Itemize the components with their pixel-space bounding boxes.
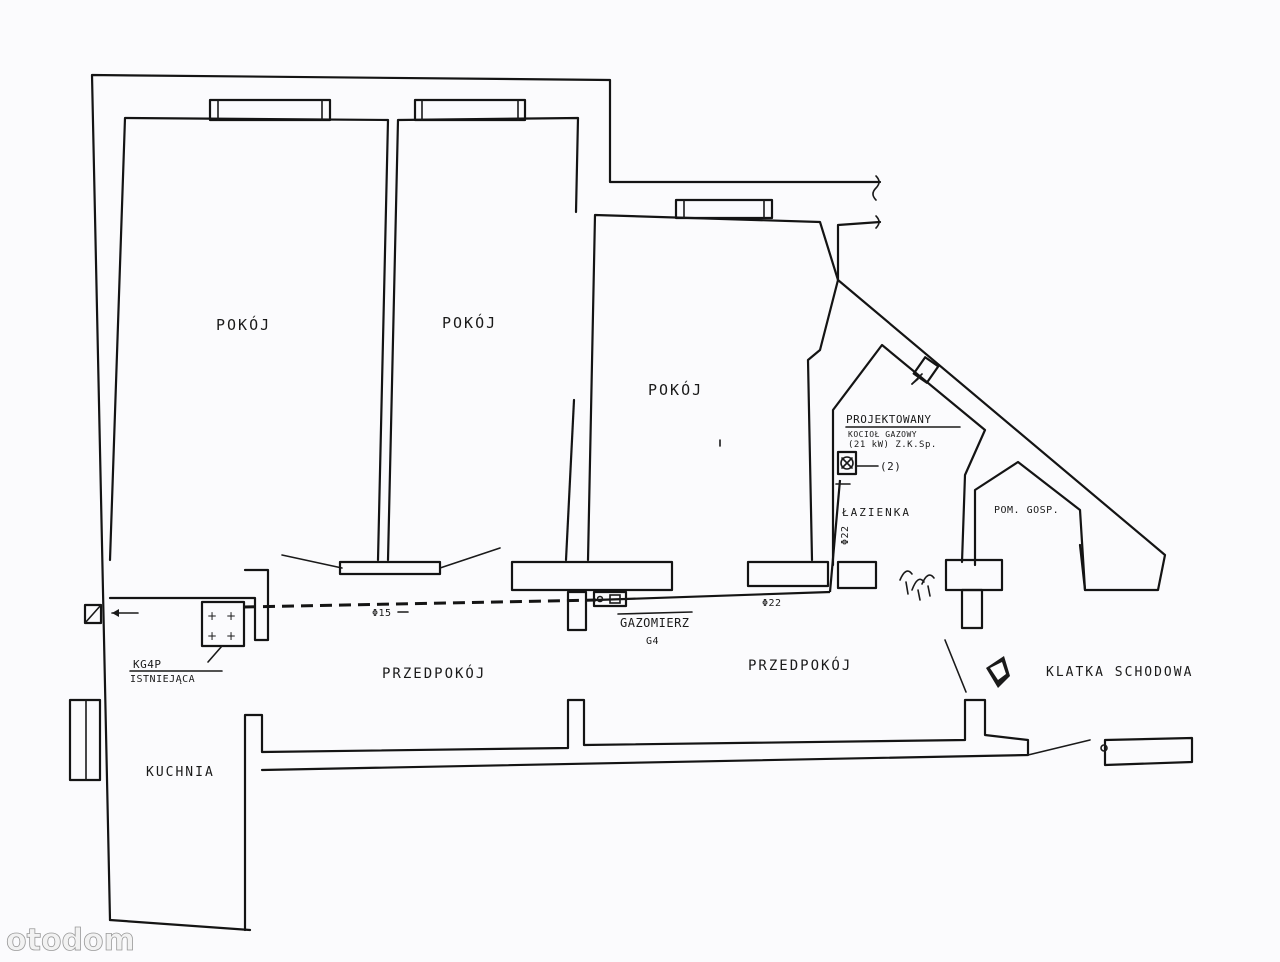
room-label-lazienka: ŁAZIENKA: [841, 506, 911, 519]
stairwell-label: KLATKA SCHODOWA: [1046, 665, 1193, 680]
room-label-pokoj-3: POKÓJ: [648, 380, 703, 399]
gas-meter-label-line1: GAZOMIERZ: [620, 616, 690, 630]
room-kuchnia: KUCHNIA: [68, 603, 215, 782]
svg-text:+: +: [207, 609, 217, 623]
boiler-number: (2): [880, 460, 901, 473]
svg-text:+: +: [226, 629, 236, 643]
boiler-label-line2: KOCIOŁ GAZOWY: [848, 430, 917, 439]
room-label-pokoj-1: POKÓJ: [216, 315, 271, 334]
stove-icon: + + + +: [200, 600, 246, 648]
room-lazienka: ŁAZIENKA: [831, 343, 987, 567]
room-przedpokoj: PRZEDPOKÓJ PRZEDPOKÓJ: [108, 558, 1194, 932]
stair-arrow-icon: [986, 656, 1010, 688]
gas-meter: [592, 590, 628, 608]
watermark-logo: otodom: [6, 923, 135, 958]
svg-text:+: +: [226, 609, 236, 623]
gas-installation: + + + +: [111, 450, 1010, 688]
kg4p-label-line1: KG4P: [133, 658, 162, 671]
gas-meter-label-line2: G4: [646, 636, 659, 647]
kg4p-label-line2: ISTNIEJĄCA: [130, 674, 195, 685]
svg-text:+: +: [207, 629, 217, 643]
room-label-przedpokoj-1: PRZEDPOKÓJ: [382, 664, 486, 682]
room-pom-gosp: POM. GOSP.: [973, 460, 1087, 592]
boiler-label-line1: PROJEKTOWANY: [846, 413, 931, 426]
annotations: PROJEKTOWANY KOCIOŁ GAZOWY (21 kW) Z.K.S…: [129, 413, 1193, 685]
boiler-icon: [836, 450, 858, 476]
room-label-pokoj-2: POKÓJ: [442, 313, 497, 332]
room-pokoj-1: POKÓJ: [108, 98, 390, 569]
boiler-label-line3: (21 kW) Z.K.Sp.: [848, 440, 937, 450]
room-pokoj-2: POKÓJ: [386, 98, 580, 569]
room-label-pom-gosp: POM. GOSP.: [994, 505, 1059, 516]
pipe-diameter-22-vertical: Φ22: [840, 525, 851, 545]
pipe-diameter-22-horizontal: Φ22: [762, 598, 782, 609]
pipe-diameter-15: Φ15: [372, 608, 392, 619]
outer-walls: [90, 73, 1167, 932]
room-pokoj-3: POKÓJ: [586, 198, 840, 562]
room-label-przedpokoj-2: PRZEDPOKÓJ: [748, 656, 852, 674]
room-label-kuchnia: KUCHNIA: [146, 765, 215, 780]
